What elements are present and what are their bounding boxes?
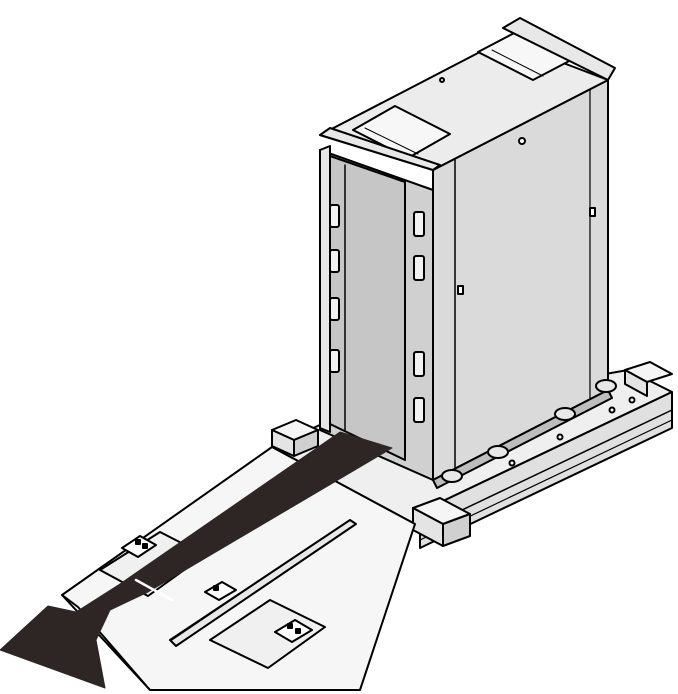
ramp-bracket-left	[121, 535, 157, 558]
cable-opening	[413, 211, 425, 237]
side-panel-latch	[457, 285, 464, 295]
ramp-bracket-right	[274, 619, 313, 643]
ramp-plate-right	[209, 599, 326, 669]
ramp-bracket-center	[204, 581, 237, 601]
caster	[441, 469, 463, 483]
direction-arrow	[0, 431, 393, 689]
arrow-body	[0, 431, 393, 689]
rack-cabinet	[319, 17, 617, 489]
